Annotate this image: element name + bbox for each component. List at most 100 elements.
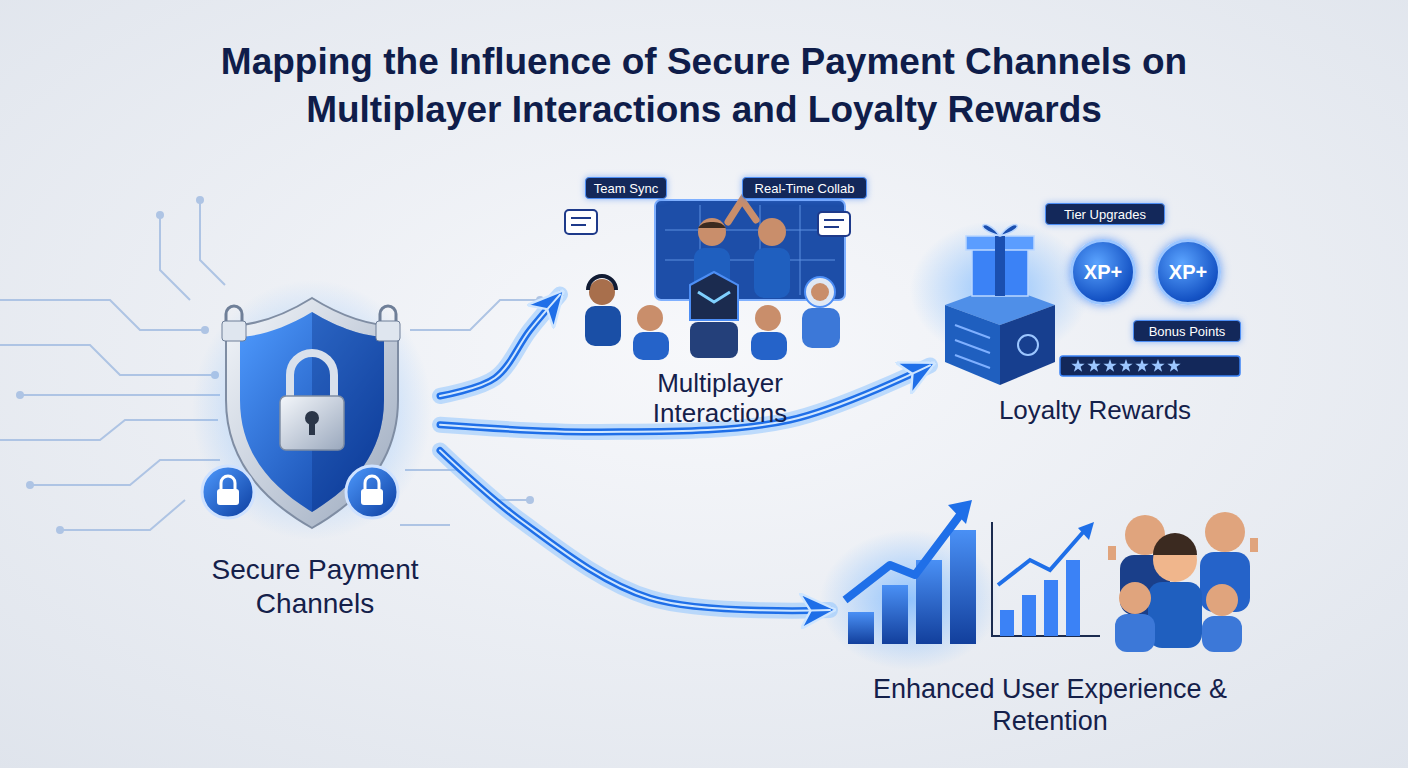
- chart-bar: [950, 530, 976, 644]
- illustration-group: Secure Payment Channels: [190, 300, 440, 620]
- lock-body: [361, 489, 383, 505]
- user-head: [1119, 582, 1151, 614]
- player-head: [589, 279, 615, 305]
- circuit-pad: [26, 481, 34, 489]
- circuit-pad: [56, 526, 64, 534]
- shield-glow: [192, 280, 432, 540]
- xp-badge: XP+: [1155, 239, 1221, 305]
- chart-bar: [882, 585, 908, 644]
- player-head: [637, 305, 663, 331]
- robot-body: [690, 322, 738, 358]
- happy-users: [1108, 512, 1258, 652]
- pedestal-right: [1000, 305, 1055, 385]
- circuit-pad: [526, 496, 534, 504]
- pedestal-lines: [955, 325, 990, 368]
- circuit-pads: [16, 196, 544, 534]
- pedestal-left: [945, 305, 1000, 385]
- xp-badge: XP+: [1070, 239, 1136, 305]
- security-shield: [192, 280, 432, 540]
- circuit-trace: [0, 420, 218, 440]
- lock-badge: [202, 466, 254, 518]
- player-body: [802, 308, 840, 348]
- gift-bow: [983, 225, 1018, 236]
- lock-shackle: [380, 306, 396, 322]
- chart-bar: [1044, 580, 1058, 636]
- trend-arrow-head: [948, 500, 972, 524]
- rating-star: [1151, 359, 1164, 372]
- circuit-trace: [0, 300, 205, 330]
- circuit-trace: [60, 500, 185, 530]
- user-head: [1206, 584, 1238, 616]
- player-head: [698, 218, 726, 246]
- tag-label: Bonus Points: [1149, 324, 1226, 339]
- tag-label: Tier Upgrades: [1064, 207, 1146, 222]
- chat-lines: [571, 218, 591, 225]
- lock-body: [222, 321, 246, 341]
- robot-visor: [698, 292, 730, 302]
- rating-star: [1135, 359, 1148, 372]
- lock-badge: [346, 466, 398, 518]
- astronaut-helmet: [805, 277, 835, 307]
- lock-shackle: [221, 476, 235, 490]
- user-hair: [1153, 533, 1197, 555]
- trend-line: [998, 530, 1085, 585]
- lock-shackle: [365, 476, 379, 490]
- rating-star: [1119, 359, 1132, 372]
- connector-glow: [440, 450, 830, 610]
- chat-bubble: [565, 210, 597, 234]
- small-locks: [202, 306, 400, 518]
- connector-highlight: [440, 450, 830, 610]
- illustration-group: Multiplayer InteractionsTeam SyncReal-Ti…: [560, 170, 880, 435]
- circuit-trace: [200, 200, 225, 285]
- rating-star: [1103, 359, 1116, 372]
- thumbs-up: [1108, 538, 1258, 560]
- connector-highlight: [440, 295, 560, 396]
- padlock-shackle: [290, 353, 334, 398]
- headset: [588, 276, 616, 290]
- player-head: [758, 218, 786, 246]
- circuit-pad: [16, 391, 24, 399]
- rating-star: [1071, 359, 1084, 372]
- connector-highlight: [440, 365, 930, 432]
- xp-label: XP+: [1169, 261, 1207, 284]
- node-label: Secure Payment Channels: [190, 553, 440, 621]
- node-label: Multiplayer Interactions: [610, 368, 830, 428]
- chart-bar: [1066, 560, 1080, 636]
- illustration-group: Loyalty Rewards Tier UpgradesXP+ XP+ Bonus …: [930, 195, 1260, 435]
- chat-bubble: [818, 212, 850, 236]
- chart-bar: [1022, 595, 1036, 636]
- tag-box: Bonus Points: [1133, 320, 1241, 342]
- tag-box: Tier Upgrades: [1045, 203, 1165, 225]
- loyalty-illustration: [910, 220, 1240, 385]
- lock-body: [217, 489, 239, 505]
- node-label: Loyalty Rewards: [935, 395, 1255, 425]
- circuit-pad: [201, 326, 209, 334]
- multiplayer-illustration: [565, 200, 850, 360]
- xp-label: XP+: [1084, 261, 1122, 284]
- lock-body: [376, 321, 400, 341]
- flow-arrow: [440, 365, 930, 432]
- team-screen: [655, 200, 845, 300]
- keyhole: [309, 421, 315, 435]
- padlock-body: [280, 396, 344, 450]
- circuit-pad: [156, 211, 164, 219]
- flow-arrow: [440, 450, 830, 610]
- circuit-trace: [410, 300, 540, 330]
- rating-stars: [1071, 359, 1180, 372]
- gift-ribbon: [995, 236, 1005, 296]
- node-label: Enhanced User Experience & Retention: [860, 673, 1240, 737]
- circuit-pad: [536, 296, 544, 304]
- player-hair: [698, 222, 726, 228]
- connector-glow: [440, 295, 560, 396]
- circuit-lines: [0, 200, 540, 530]
- circuit-trace: [160, 215, 190, 300]
- trend-arrow-head: [1078, 522, 1094, 540]
- chart-bar: [848, 612, 874, 644]
- player-face: [811, 283, 829, 301]
- user-head: [1205, 512, 1245, 552]
- chart-axes: [992, 522, 1100, 636]
- circuit-trace: [30, 460, 220, 485]
- player-body: [633, 332, 669, 360]
